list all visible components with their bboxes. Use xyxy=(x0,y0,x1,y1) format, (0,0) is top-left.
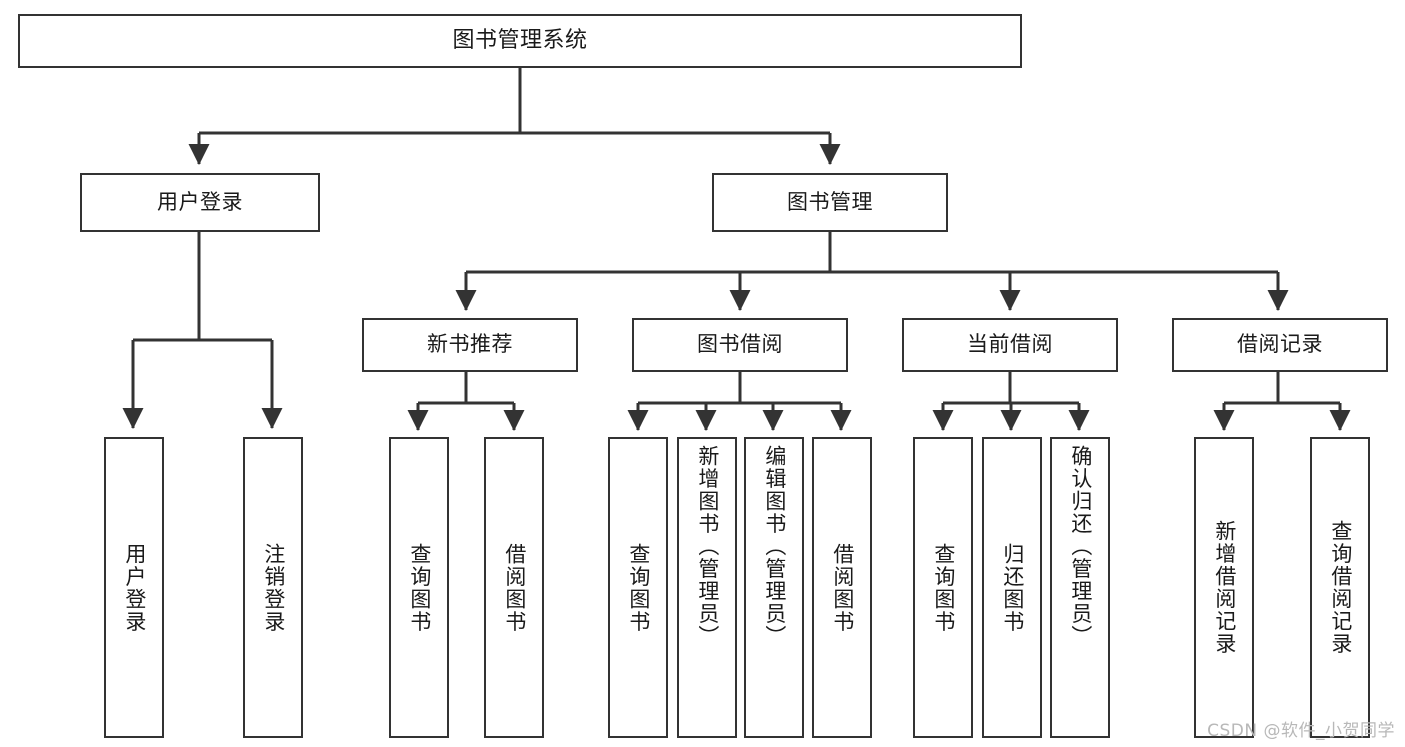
node-label: 查询借阅记录 xyxy=(1328,520,1353,655)
node-label: 借阅图书 xyxy=(502,542,527,633)
node-current-borrow[interactable]: 当前借阅 xyxy=(902,318,1118,372)
node-label: 图书管理系统 xyxy=(452,27,588,53)
leaf-add-book-admin[interactable]: 新增图书（管理员） xyxy=(677,437,737,738)
leaf-confirm-return-admin[interactable]: 确认归还（管理员） xyxy=(1050,437,1110,738)
node-label: 查询图书 xyxy=(931,542,956,633)
node-label: 当前借阅 xyxy=(967,332,1053,357)
node-book-borrow[interactable]: 图书借阅 xyxy=(632,318,848,372)
leaf-borrow-book-borrow[interactable]: 借阅图书 xyxy=(812,437,872,738)
node-book-management[interactable]: 图书管理 xyxy=(712,173,948,232)
node-label: 用户登录 xyxy=(122,542,147,633)
node-label: 新增图书（管理员） xyxy=(695,445,720,648)
leaf-user-login[interactable]: 用户登录 xyxy=(104,437,164,738)
node-new-book-recommend[interactable]: 新书推荐 xyxy=(362,318,578,372)
node-label: 借阅记录 xyxy=(1237,332,1323,357)
node-label: 用户登录 xyxy=(157,189,243,214)
csdn-watermark: CSDN @软件_小贺同学 xyxy=(1207,721,1395,741)
node-label: 借阅图书 xyxy=(830,542,855,633)
node-borrow-record[interactable]: 借阅记录 xyxy=(1172,318,1388,372)
node-label: 新书推荐 xyxy=(427,332,513,357)
node-label: 确认归还（管理员） xyxy=(1068,445,1093,648)
node-label: 图书管理 xyxy=(787,189,873,214)
leaf-borrow-book-new[interactable]: 借阅图书 xyxy=(484,437,544,738)
node-label: 编辑图书（管理员） xyxy=(762,445,787,648)
node-label: 查询图书 xyxy=(407,542,432,633)
leaf-edit-book-admin[interactable]: 编辑图书（管理员） xyxy=(744,437,804,738)
leaf-query-book-borrow[interactable]: 查询图书 xyxy=(608,437,668,738)
leaf-logout[interactable]: 注销登录 xyxy=(243,437,303,738)
leaf-return-book[interactable]: 归还图书 xyxy=(982,437,1042,738)
node-label: 新增借阅记录 xyxy=(1212,520,1237,655)
leaf-add-borrow-record[interactable]: 新增借阅记录 xyxy=(1194,437,1254,738)
node-root-book-management-system[interactable]: 图书管理系统 xyxy=(18,14,1022,68)
leaf-query-book-current[interactable]: 查询图书 xyxy=(913,437,973,738)
node-user-login[interactable]: 用户登录 xyxy=(80,173,320,232)
node-label: 归还图书 xyxy=(1000,542,1025,633)
node-label: 查询图书 xyxy=(626,542,651,633)
leaf-query-book-new[interactable]: 查询图书 xyxy=(389,437,449,738)
node-label: 图书借阅 xyxy=(697,332,783,357)
node-label: 注销登录 xyxy=(261,542,286,633)
leaf-query-borrow-record[interactable]: 查询借阅记录 xyxy=(1310,437,1370,738)
